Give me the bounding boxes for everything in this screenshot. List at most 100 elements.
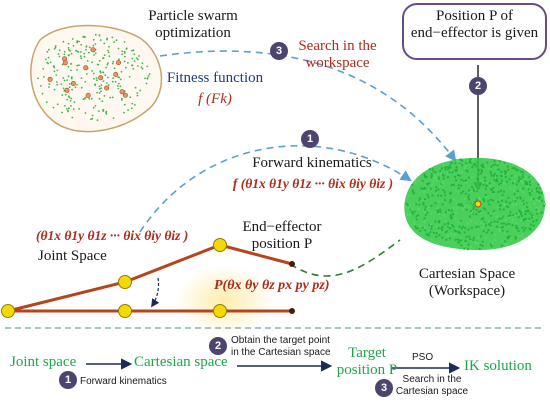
workspace-point <box>500 196 503 200</box>
workspace-point <box>470 211 473 214</box>
workspace-point <box>513 180 516 183</box>
workspace-point <box>436 207 439 210</box>
workspace-point <box>452 225 455 228</box>
workspace-point <box>441 203 444 206</box>
workspace-point <box>447 234 450 237</box>
workspace-point <box>517 180 520 183</box>
pso-particle <box>102 80 105 82</box>
workspace-point <box>442 164 445 167</box>
pso-particle <box>103 54 106 56</box>
workspace-point <box>464 165 467 168</box>
workspace-point <box>424 198 427 201</box>
workspace-point <box>502 208 505 211</box>
workspace-point <box>475 208 478 211</box>
workspace-point <box>530 197 533 200</box>
pso-best-particle <box>61 56 67 62</box>
pso-particle <box>83 52 86 55</box>
workspace-point <box>436 209 439 212</box>
pso-particle <box>83 97 86 100</box>
workspace-point <box>433 176 436 180</box>
workspace-point <box>451 213 455 216</box>
flow-target-position: Target position P <box>332 345 402 380</box>
workspace-point <box>467 206 471 209</box>
pso-particle <box>137 58 139 61</box>
workspace-point <box>528 217 531 220</box>
pso-particle <box>68 96 71 99</box>
workspace-point <box>465 181 468 184</box>
workspace-point <box>461 206 464 210</box>
workspace-point <box>422 203 425 206</box>
workspace-point <box>501 163 504 166</box>
target-point <box>474 200 482 208</box>
workspace-point <box>507 196 510 199</box>
pso-particle <box>54 46 57 49</box>
workspace-point <box>430 238 433 241</box>
pso-particle <box>93 77 95 80</box>
workspace-point <box>452 206 455 209</box>
pso-particle <box>66 98 68 101</box>
pso-particle <box>107 84 110 86</box>
workspace-point <box>460 227 463 230</box>
workspace-point <box>529 228 532 231</box>
workspace-point <box>497 190 500 193</box>
workspace-point <box>430 225 433 228</box>
end-effector-line2: position P <box>251 236 313 253</box>
workspace-point <box>470 226 473 229</box>
workspace-point <box>479 243 482 247</box>
workspace-point <box>454 211 458 214</box>
workspace-point <box>463 197 466 200</box>
workspace-point <box>499 204 502 207</box>
pso-particle <box>128 76 131 78</box>
pso-particle <box>69 100 72 102</box>
workspace-point <box>481 240 484 243</box>
pso-particle <box>61 111 63 114</box>
workspace-point <box>442 174 446 177</box>
workspace-point <box>473 162 476 166</box>
workspace-point <box>539 205 542 208</box>
workspace-point <box>445 238 448 241</box>
workspace-point <box>484 193 487 196</box>
pso-particle <box>63 79 66 82</box>
workspace-point <box>441 236 444 239</box>
workspace-point <box>419 225 422 228</box>
pso-particle <box>85 48 87 51</box>
workspace-point <box>521 175 525 178</box>
workspace-point <box>531 214 534 217</box>
workspace-point <box>469 158 472 161</box>
workspace-point <box>522 219 525 222</box>
workspace-point <box>519 188 522 191</box>
workspace-point <box>509 210 512 214</box>
workspace-point <box>423 186 426 190</box>
workspace-point <box>438 167 441 170</box>
workspace-point <box>447 222 450 225</box>
pso-best-particle <box>70 81 76 87</box>
workspace-point <box>523 203 526 206</box>
workspace-point <box>505 170 508 174</box>
pso-best-particle <box>83 65 89 71</box>
workspace-point <box>498 160 501 163</box>
workspace-point <box>457 230 460 233</box>
workspace-point <box>475 198 478 201</box>
workspace-point <box>537 190 540 194</box>
workspace-point <box>515 168 518 171</box>
workspace-point <box>423 173 426 176</box>
workspace-point <box>455 189 458 192</box>
pso-particle <box>78 40 80 43</box>
workspace-point <box>487 200 490 203</box>
pso-particle <box>112 117 115 119</box>
end-effector-line1: End−effector <box>242 219 322 235</box>
workspace-point <box>449 169 452 172</box>
flow-pso-label: PSO <box>412 352 434 363</box>
flow-step-3-badge: 3 <box>375 379 393 397</box>
pso-particle <box>100 87 103 89</box>
workspace-point <box>453 175 457 178</box>
position-given-box <box>402 3 547 60</box>
workspace-point <box>479 179 482 182</box>
workspace-point <box>483 222 486 225</box>
workspace-point <box>435 176 438 179</box>
workspace-point <box>437 188 440 191</box>
workspace-point <box>489 184 492 187</box>
base-end <box>289 308 295 314</box>
flow-step-2-line1: Obtain the target point <box>231 335 330 346</box>
workspace-point <box>465 203 468 206</box>
